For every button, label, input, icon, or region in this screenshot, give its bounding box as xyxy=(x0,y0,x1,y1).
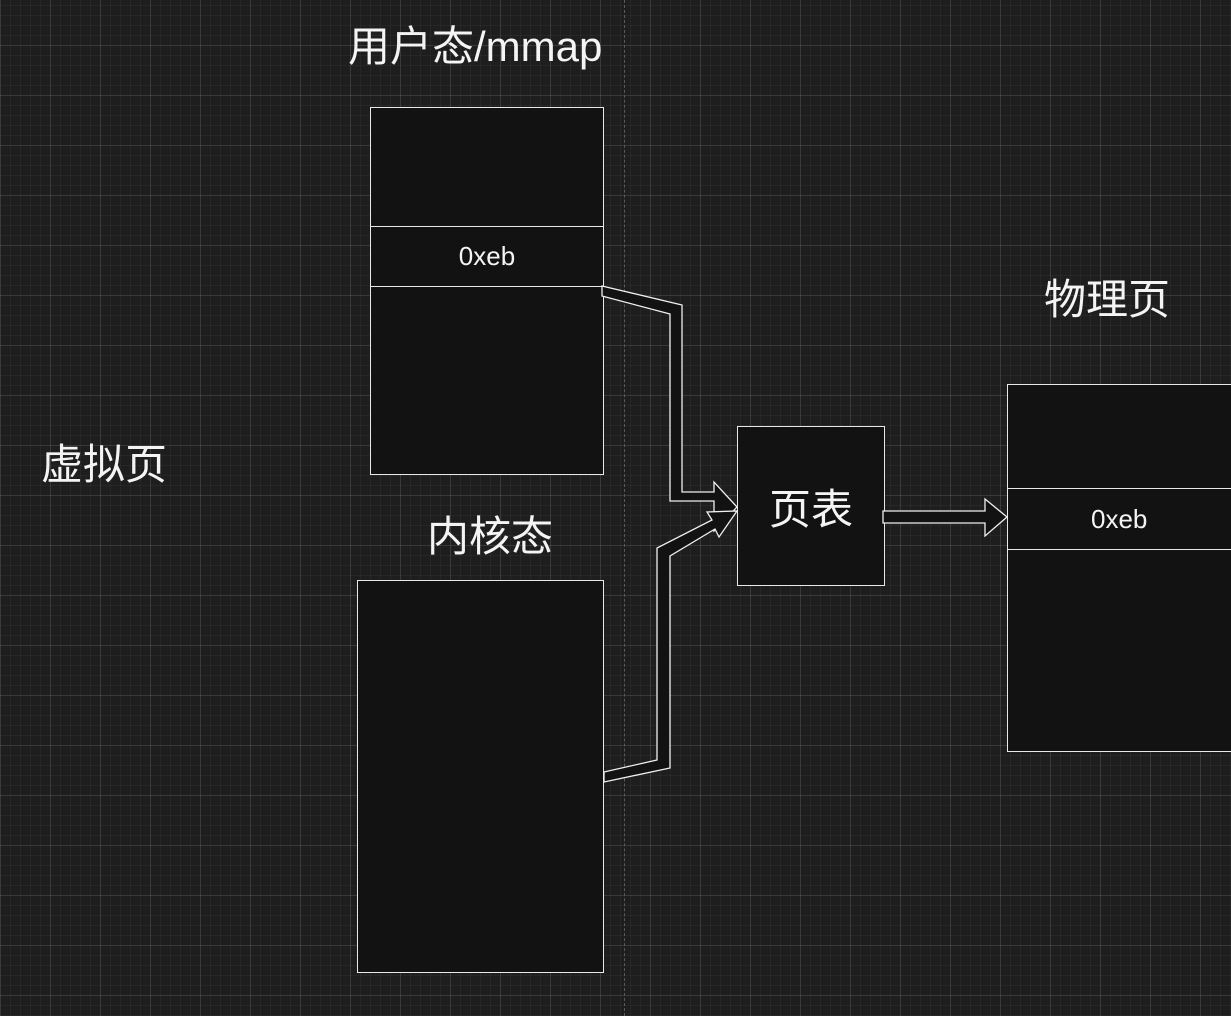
page-table-to-physical-arrow xyxy=(882,497,1009,538)
user-space-block: 0xeb xyxy=(370,107,604,475)
physical-page-label: 物理页 xyxy=(1044,276,1171,323)
user-slot-value: 0xeb xyxy=(458,241,516,271)
page-table-block: 页表 xyxy=(737,426,885,586)
kernel-space-block xyxy=(357,580,604,973)
user-to-page-table-arrow xyxy=(601,285,738,533)
physical-slot-value: 0xeb xyxy=(1091,503,1148,534)
kernel-space-label: 内核态 xyxy=(427,513,554,560)
page-table-label: 页表 xyxy=(768,485,853,533)
virtual-page-label: 虚拟页 xyxy=(41,441,168,488)
user-space-label: 用户态/mmap xyxy=(348,23,603,70)
physical-memory-block: 0xeb xyxy=(1007,384,1231,752)
dashed-divider xyxy=(624,0,625,1016)
user-page-slot: 0xeb xyxy=(371,226,603,287)
physical-page-slot: 0xeb xyxy=(1008,488,1231,550)
